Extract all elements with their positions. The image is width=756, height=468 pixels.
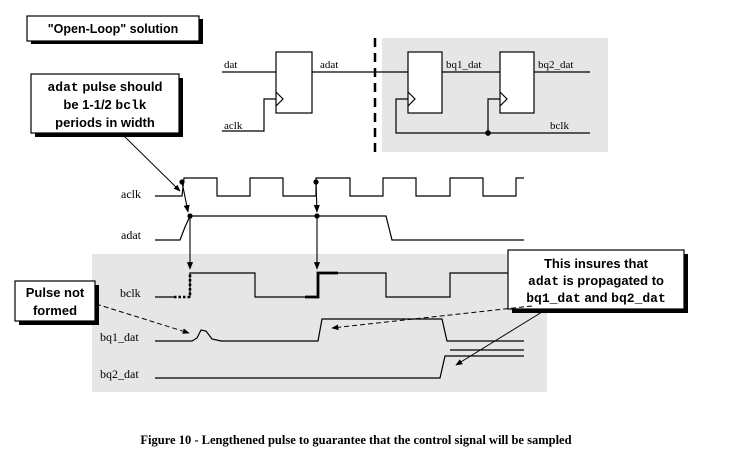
title-box-text: "Open-Loop" solution: [48, 22, 179, 36]
callout-not-formed: [14, 280, 96, 322]
timing-label-bq1-dat: bq1_dat: [100, 330, 139, 344]
callout-pulse-width-line3: periods in width: [55, 115, 155, 130]
callout-insures: [507, 249, 685, 310]
schematic-label-adat: adat: [320, 59, 338, 71]
figure-caption: Figure 10 - Lengthened pulse to guarante…: [140, 433, 571, 447]
schematic-label-bclk: bclk: [550, 120, 569, 132]
schematic: [222, 38, 590, 152]
schematic-label-bq2-dat: bq2_dat: [538, 59, 573, 71]
callout-pulse-width-line2: be 1-1/2 bclk: [63, 97, 146, 113]
timing-label-bclk: bclk: [120, 286, 141, 300]
callout-insures-pointer-bq2: [455, 311, 543, 366]
title-box: [26, 15, 200, 42]
callout-insures-line1: This insures that: [544, 256, 649, 271]
bq1-dat-waveform: [155, 318, 524, 342]
callout-not-formed-line2: formed: [33, 303, 77, 318]
bclk-sampling-edge: [305, 271, 338, 299]
callout-pulse-width: [30, 73, 180, 134]
callout-not-formed-pointer: [95, 303, 190, 334]
bclk-missed-edge: [174, 273, 192, 299]
schematic-label-dat: dat: [224, 59, 237, 71]
timing-label-adat: adat: [121, 228, 142, 242]
callout-insures-line3: bq1_dat and bq2_dat: [526, 290, 666, 306]
schematic-label-bq1-dat: bq1_dat: [446, 59, 481, 71]
timing-label-bq2-dat: bq2_dat: [100, 367, 139, 381]
aclk-edge-dot-1: [179, 179, 185, 185]
flip-flop-bq2: [499, 51, 535, 114]
flip-flop-adat: [275, 51, 313, 114]
adat-waveform: [155, 215, 524, 241]
aclk-to-adat-arrow-2: [313, 181, 320, 213]
flip-flop-bq1: [407, 51, 443, 114]
aclk-edge-dot-2: [313, 179, 319, 185]
callout-pulse-width-pointer: [121, 133, 181, 192]
adat-sample-dot: [314, 213, 320, 219]
timing-shade: [92, 254, 547, 392]
adat-edge-dot: [187, 213, 193, 219]
aclk-to-adat-arrow-1: [181, 181, 190, 213]
bq2-dat-waveform: [155, 355, 524, 379]
timing-label-aclk: aclk: [121, 187, 141, 201]
schematic-label-aclk: aclk: [224, 120, 243, 132]
aclk-waveform: [155, 177, 524, 197]
callout-not-formed-line1: Pulse not: [26, 285, 85, 300]
callout-insures-pointer-bq1: [331, 305, 533, 331]
bclk-waveform: [188, 272, 524, 298]
callout-insures-line2: adat is propagated to: [528, 273, 664, 289]
callout-pulse-width-line1: adat pulse should: [47, 79, 162, 95]
